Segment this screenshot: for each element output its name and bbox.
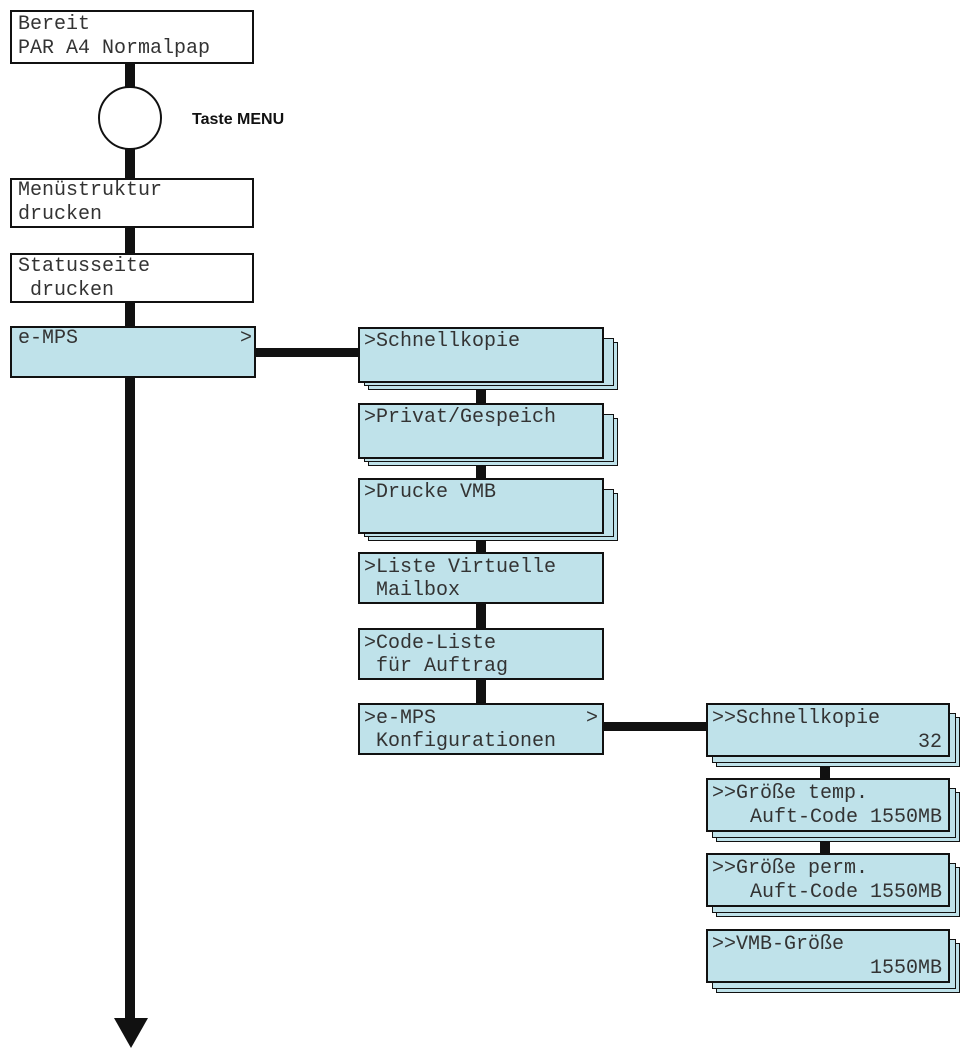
menu-item-line-2: drucken: [18, 279, 115, 302]
submenu-item-line-1: >Liste Virtuelle: [364, 556, 557, 579]
submenu-item-line-2: für Auftrag: [364, 655, 509, 678]
menu-item-line-1: Statusseite: [18, 255, 151, 278]
submenu-item-line-1: >e-MPS: [364, 707, 437, 730]
submenu-item-privat[interactable]: >Privat/Gespeich: [358, 403, 604, 459]
menu-key-icon[interactable]: [98, 86, 162, 150]
menu-item-emps[interactable]: e-MPS >: [10, 326, 256, 378]
config-item-groesse-temp[interactable]: >>Größe temp. Auft-Code 1550MB: [706, 778, 950, 832]
submenu-vertical-line: [476, 386, 486, 706]
config-item-line-1: >>Schnellkopie: [712, 707, 881, 730]
config-item-line-1: >>VMB-Größe: [712, 933, 845, 956]
config-item-vmb-groesse[interactable]: >>VMB-Größe 1550MB: [706, 929, 950, 983]
connector-emps-to-submenu: [255, 348, 361, 357]
main-vertical-line: [125, 62, 135, 1022]
config-item-line-2: 32: [917, 731, 942, 754]
submenu-item-line-1: >Drucke VMB: [364, 481, 497, 504]
submenu-item-line-2: Mailbox: [364, 579, 461, 602]
display-line-2: PAR A4 Normalpap: [18, 37, 211, 60]
menu-item-line-1: e-MPS: [18, 327, 79, 350]
down-arrow-icon: [114, 1018, 148, 1048]
submenu-item-drucke-vmb[interactable]: >Drucke VMB: [358, 478, 604, 534]
submenu-item-code-liste[interactable]: >Code-Liste für Auftrag: [358, 628, 604, 680]
config-item-line-1: >>Größe perm.: [712, 857, 869, 880]
start-display-box: Bereit PAR A4 Normalpap: [10, 10, 254, 64]
submenu-item-liste-virtuelle[interactable]: >Liste Virtuelle Mailbox: [358, 552, 604, 604]
submenu-item-line-1: >Code-Liste: [364, 632, 497, 655]
menu-item-menustruktur[interactable]: Menüstruktur drucken: [10, 178, 254, 228]
config-item-line-1: >>Größe temp.: [712, 782, 869, 805]
submenu-item-emps-konfigurationen[interactable]: >e-MPS > Konfigurationen: [358, 703, 604, 755]
config-item-groesse-perm[interactable]: >>Größe perm. Auft-Code 1550MB: [706, 853, 950, 907]
submenu-item-schnellkopie[interactable]: >Schnellkopie: [358, 327, 604, 383]
menu-item-line-2: drucken: [18, 203, 103, 226]
submenu-arrow-icon: >: [586, 707, 599, 730]
submenu-arrow-icon: >: [240, 327, 253, 350]
config-item-line-2: Auft-Code 1550MB: [749, 881, 942, 904]
display-line-1: Bereit: [18, 13, 91, 36]
config-item-line-2: 1550MB: [869, 957, 942, 980]
submenu-item-line-2: Konfigurationen: [364, 730, 557, 753]
menu-key-label: Taste MENU: [192, 111, 285, 128]
menu-item-statusseite[interactable]: Statusseite drucken: [10, 253, 254, 303]
config-item-schnellkopie[interactable]: >>Schnellkopie 32: [706, 703, 950, 757]
config-item-line-2: Auft-Code 1550MB: [749, 806, 942, 829]
connector-config-to-submenu: [600, 722, 708, 731]
menu-item-line-1: Menüstruktur: [18, 179, 163, 202]
submenu-item-line-1: >Privat/Gespeich: [364, 406, 557, 429]
submenu-item-line-1: >Schnellkopie: [364, 330, 521, 353]
